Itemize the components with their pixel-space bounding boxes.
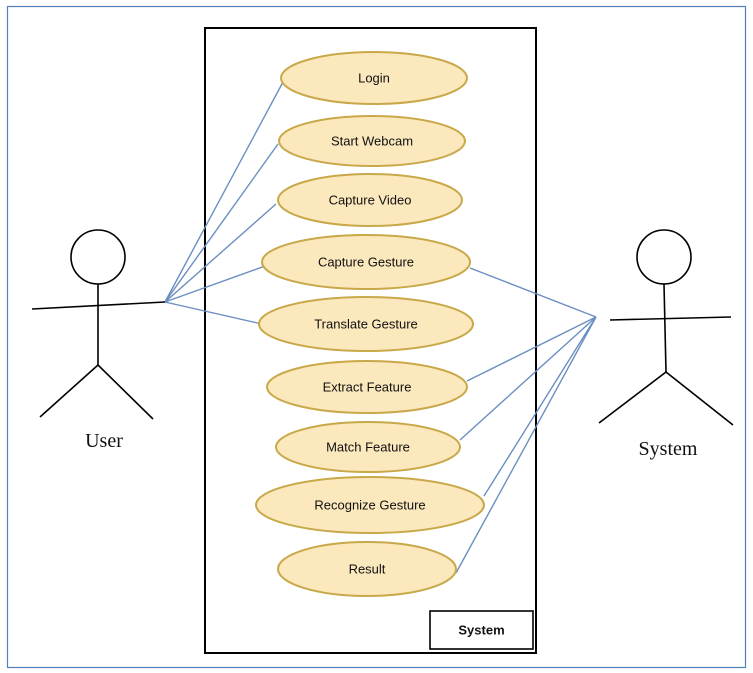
use-case-start-webcam: Start Webcam [278,115,466,167]
use-case-login: Login [280,51,468,105]
association-user-login [164,81,284,303]
use-case-match-feature: Match Feature [275,421,461,473]
actor-user-name: User [85,430,123,452]
actor-user: User [31,229,166,452]
outer-frame [6,5,747,669]
system-boundary-label-box [429,610,534,650]
use-case-label: Extract Feature [323,380,412,395]
use-case-ellipse [258,296,474,352]
use-case-ellipse [277,541,457,597]
use-case-label: Capture Gesture [318,255,414,270]
actor-system-head [636,229,692,285]
association-system-capture-gesture [469,267,597,318]
actor-system-arms [609,316,732,321]
association-user-translate-gesture [164,301,263,325]
actor-system-right-leg [665,371,734,426]
system-boundary-label: System [458,623,504,638]
actor-user-head [70,229,126,285]
use-case-ellipse [278,115,466,167]
use-case-label: Login [358,71,390,86]
use-case-translate-gesture: Translate Gesture [258,296,474,352]
association-system-result [455,316,597,574]
association-system-extract-feature [466,316,597,382]
use-case-label: Translate Gesture [314,317,418,332]
actor-system-left-leg [598,371,667,424]
actor-system-name: System [639,438,698,460]
actor-system-body [663,283,667,373]
use-case-ellipse [275,421,461,473]
association-lines [164,81,597,574]
use-case-recognize-gesture: Recognize Gesture [255,476,485,534]
use-case-label: Result [349,562,386,577]
use-case-label: Capture Video [329,193,412,208]
use-case-label: Recognize Gesture [314,498,425,513]
use-case-label: Start Webcam [331,134,413,149]
actor-user-right-leg [97,364,154,420]
actor-system: System [598,229,734,460]
use-case-ellipse [266,360,468,414]
use-case-capture-gesture: Capture Gesture [261,234,471,290]
use-case-extract-feature: Extract Feature [266,360,468,414]
association-system-recognize-gesture [483,316,597,497]
actor-user-arms [31,301,166,310]
association-user-capture-video [164,203,277,303]
association-system-match-feature [459,316,597,441]
association-user-start-webcam [164,143,279,303]
use-case-result: Result [277,541,457,597]
use-case-ellipse [261,234,471,290]
actor-user-left-leg [39,364,99,418]
use-case-ellipse [255,476,485,534]
use-case-ellipse [277,173,463,227]
use-case-ellipse [280,51,468,105]
use-case-label: Match Feature [326,440,410,455]
association-user-capture-gesture [164,265,266,303]
use-case-capture-video: Capture Video [277,173,463,227]
